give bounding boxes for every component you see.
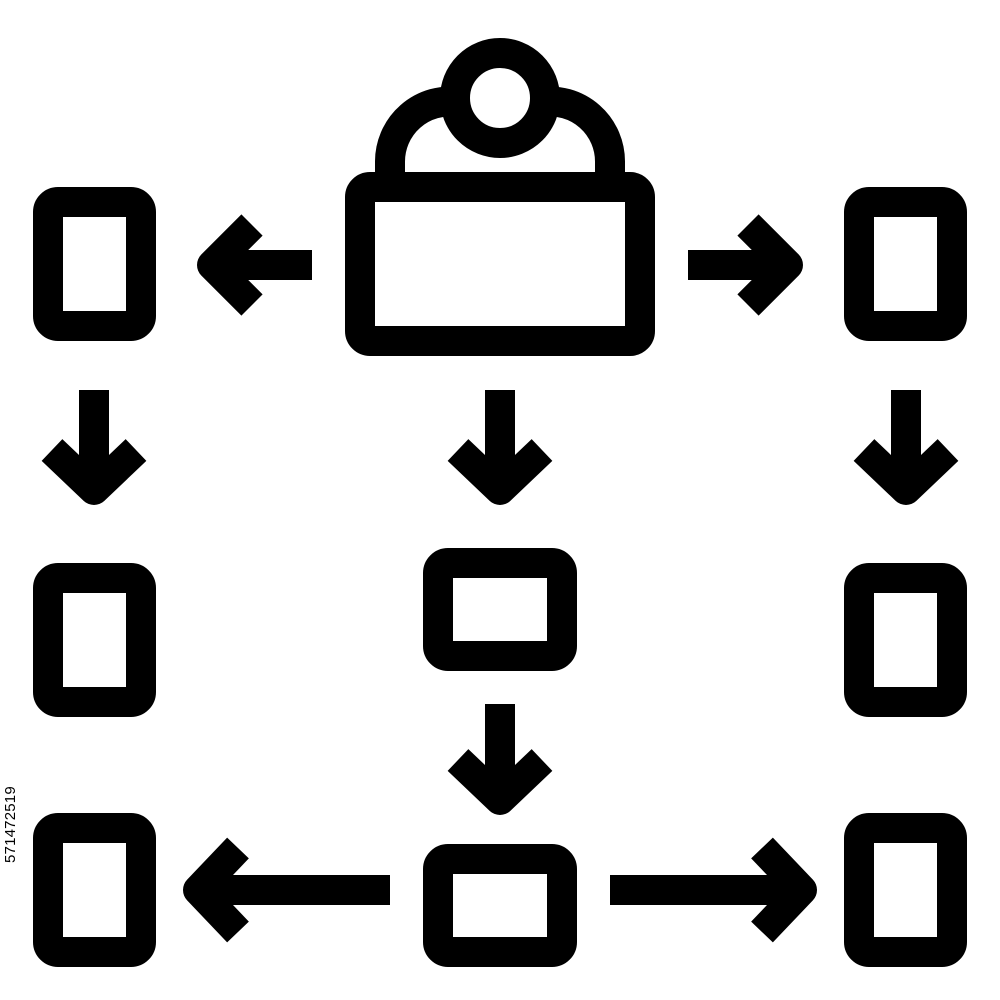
arrow-down-left: [41, 390, 147, 505]
arrow-down-center-lower: [447, 704, 553, 815]
person-shoulders: [374, 86, 626, 187]
person-head: [440, 38, 560, 158]
desk-panel: [345, 172, 655, 356]
arrow-left-top: [197, 214, 312, 316]
box-top-left: [33, 187, 156, 341]
person-at-desk-icon: [345, 38, 655, 356]
arrow-right-top: [688, 214, 803, 316]
box-top-right: [844, 187, 967, 341]
arrow-left-bottom: [183, 837, 390, 943]
box-middle-left: [33, 563, 156, 717]
arrow-down-right: [853, 390, 959, 505]
arrow-down-center: [447, 390, 553, 505]
box-bottom-right: [844, 813, 967, 967]
box-bottom-center: [423, 844, 577, 967]
arrow-right-bottom: [610, 837, 817, 943]
box-middle-center: [423, 548, 577, 671]
box-bottom-left: [33, 813, 156, 967]
stock-id-watermark: 571472519: [2, 786, 19, 864]
box-middle-right: [844, 563, 967, 717]
